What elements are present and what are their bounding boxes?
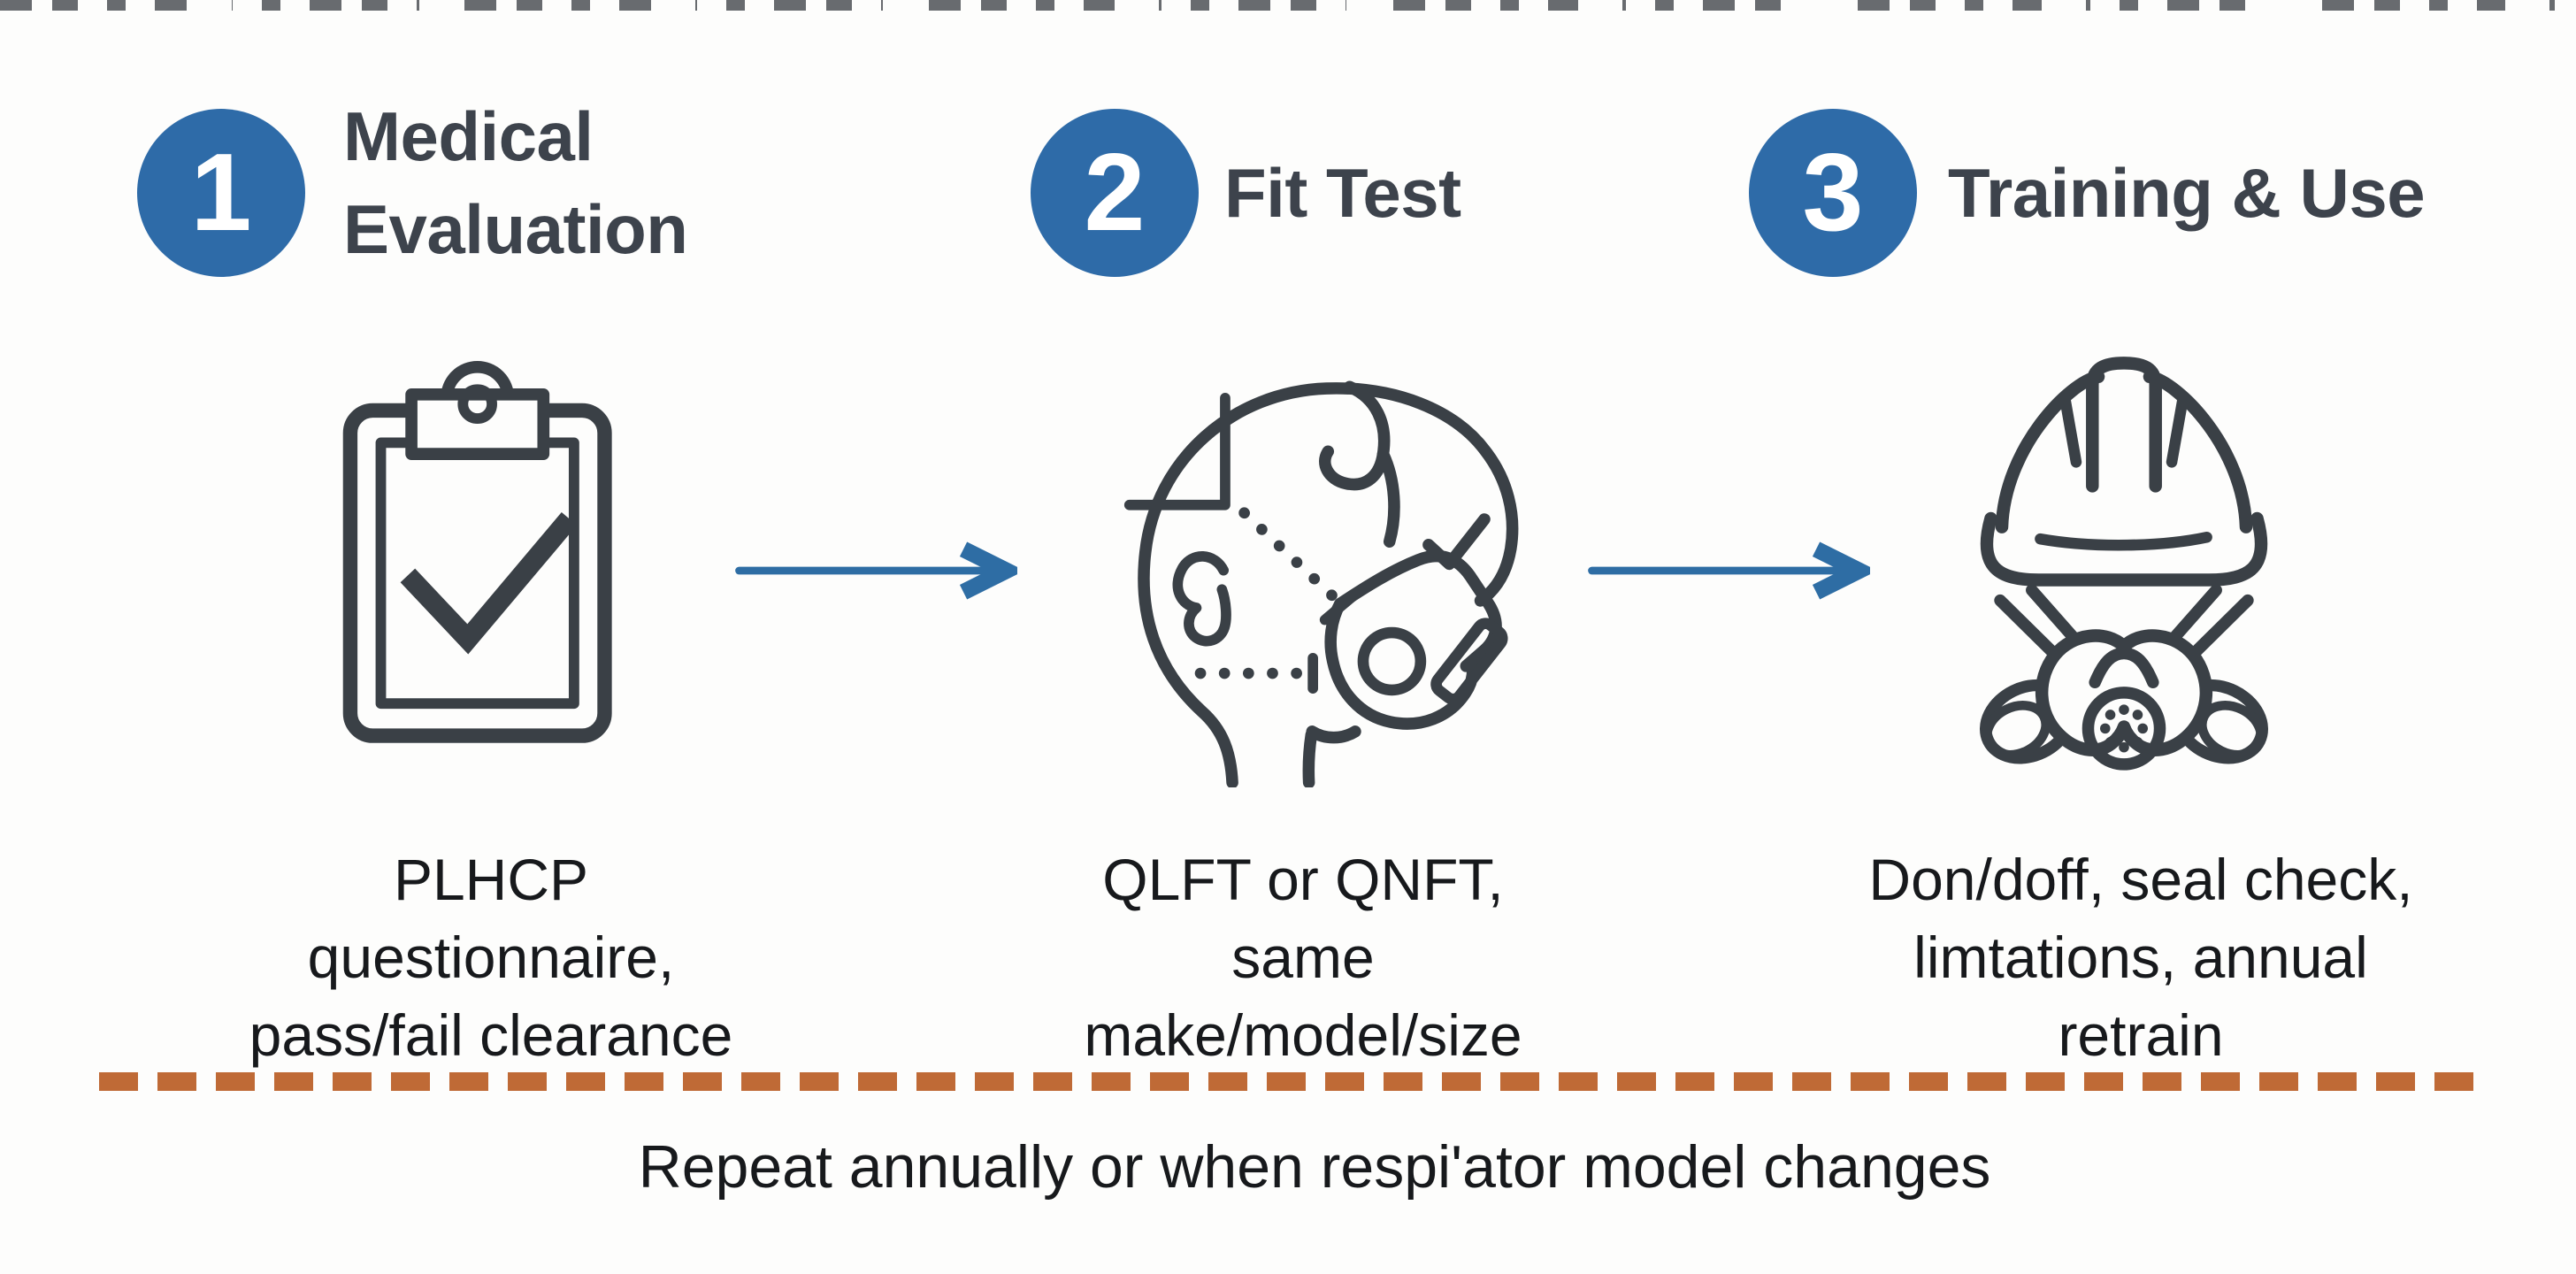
- step-1-number: 1: [190, 132, 252, 254]
- step-2-description-line2: same make/model/size: [1084, 925, 1522, 1068]
- step-1-description-line1: PLHCP questionnaire,: [307, 847, 675, 990]
- footer-note: Repeat annually or when respi'ator model…: [638, 1133, 1991, 1201]
- arrow-right-icon: [1588, 541, 1870, 600]
- step-1-description-line2: pass/fail clearance: [249, 1002, 733, 1068]
- fit-test-head-icon: [1123, 380, 1519, 787]
- step-1-badge: 1: [137, 109, 305, 277]
- dashed-divider-line: [99, 1072, 2479, 1091]
- step-3-number: 3: [1802, 132, 1864, 254]
- step-3-description: Don/doff, seal check, limtations, annual…: [1858, 840, 2424, 1074]
- top-edge-cropped-text-artifact: [0, 0, 2576, 11]
- hardhat-respirator-icon: [1979, 357, 2269, 771]
- step-3-title: Training & Use: [1948, 154, 2426, 232]
- step-1-description: PLHCP questionnaire, pass/fail clearance: [208, 840, 774, 1074]
- step-2-title: Fit Test: [1224, 154, 1461, 232]
- step-2-number: 2: [1084, 132, 1146, 254]
- step-1-title: Medical Evaluation: [343, 97, 688, 268]
- step-2-badge: 2: [1031, 109, 1199, 277]
- clipboard-check-icon: [342, 361, 612, 743]
- step-2-description: QLFT or QNFT, same make/model/size: [1020, 840, 1586, 1074]
- step-2-description-line1: QLFT or QNFT,: [1102, 847, 1504, 912]
- step-3-badge: 3: [1749, 109, 1917, 277]
- arrow-right-icon: [735, 541, 1017, 600]
- step-3-description-line2: limtations, annual retrain: [1913, 925, 2368, 1068]
- step-3-description-line1: Don/doff, seal check,: [1868, 847, 2413, 912]
